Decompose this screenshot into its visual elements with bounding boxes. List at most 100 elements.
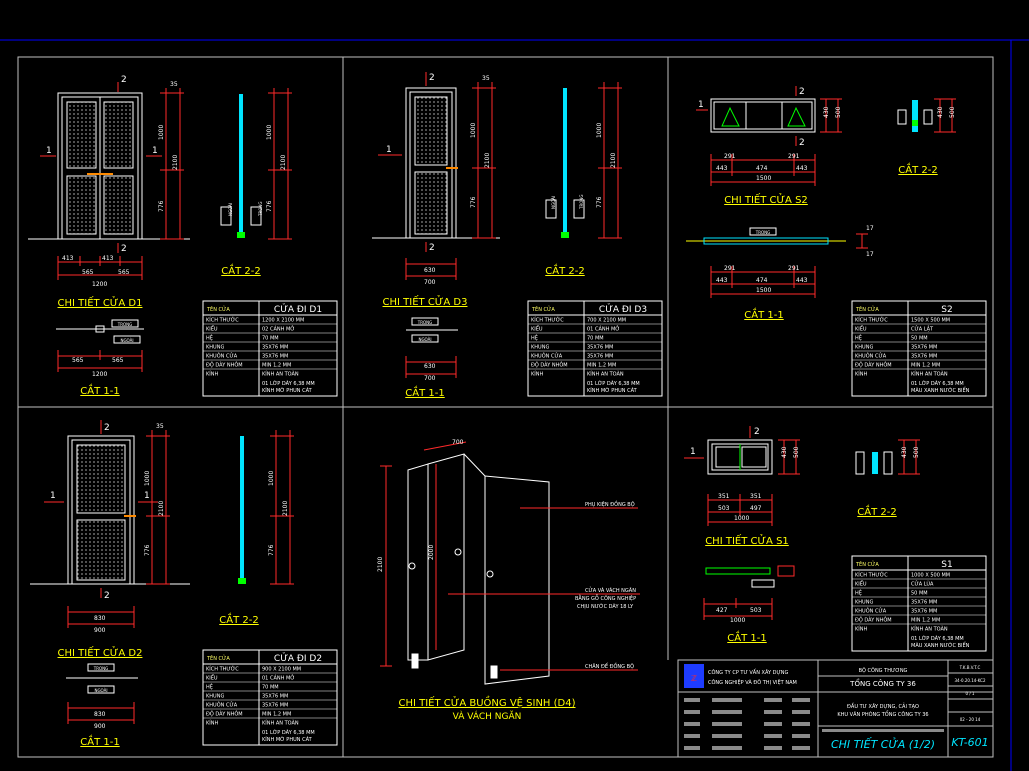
s1-table-label: ĐỘ DÀY NHÔM [855, 617, 892, 624]
s1-table-label: KHUÔN CỬA [855, 607, 887, 615]
d1-dim-w1: 413 [62, 255, 74, 262]
tb-stage: T.K.B.V.T.C [959, 665, 981, 670]
d4-note-2: CỬA VÀ VÁCH NGĂN [585, 586, 636, 594]
s2-table-value: 35X76 MM [911, 354, 937, 360]
d3-table-value: 35X76 MM [587, 354, 613, 360]
d3-table-label: KÍCH THƯỚC [531, 317, 564, 324]
s2-11-total: 1500 [756, 287, 771, 294]
d2-dim-h1: 1000 [144, 471, 151, 486]
d1-section22: CẮT 2-2 [221, 263, 260, 277]
d2-s22-hall: 2100 [282, 501, 289, 516]
d1-s22-h2: 776 [266, 200, 273, 212]
d1-dim-b2: 565 [112, 357, 124, 364]
d1-title: CHI TIẾT CỬA D1 [58, 295, 143, 309]
s2-dim-d: 443 [716, 165, 728, 172]
d3-dim-w1: 630 [424, 267, 436, 274]
d2-mark-1b: 1 [144, 491, 150, 501]
s1-table-value: KÍNH AN TOÀN [911, 626, 948, 633]
d1-dim-h1: 1000 [158, 125, 165, 140]
d2-table-label: KHUÔN CỬA [206, 701, 238, 709]
s2-11-c: 291 [788, 265, 800, 272]
s1-table-head-left: TÊN CỬA [855, 560, 879, 568]
s2-table-label: KÍNH [855, 371, 867, 378]
s2-table-value: CỬA LẬT [911, 325, 934, 333]
d3-section22: CẮT 2-2 [545, 263, 584, 277]
s2-s22-h2: 500 [949, 106, 956, 118]
d2-table-label: KÍCH THƯỚC [206, 666, 239, 673]
tb-date: 02 - 20 14 [960, 717, 981, 722]
d3-table-extra: KÍNH MỜ PHUN CÁT [587, 387, 638, 394]
s1-dim-e: 427 [716, 607, 728, 614]
s1-section22: CẮT 2-2 [857, 504, 896, 518]
s2-table-head-left: TÊN CỬA [855, 305, 879, 313]
d2-table-label: HỆ [206, 683, 213, 691]
s2-11-b: 474 [756, 277, 768, 284]
s2-table-label: KHUÔN CỬA [855, 352, 887, 360]
d1-table-label: HỆ [206, 334, 213, 342]
d2-table-label: KIỂU [206, 674, 218, 682]
d1-table-value: 02 CÁNH MỞ [262, 325, 295, 333]
s1-table-value: 50 MM [911, 591, 928, 597]
d3-dim-hall: 2100 [484, 153, 491, 168]
s2-table-label: ĐỘ DÀY NHÔM [855, 362, 892, 369]
d1-dim-total: 1200 [92, 281, 107, 288]
d4-note-1: PHỤ KIỆN ĐỒNG BỘ [585, 499, 635, 508]
d2-s22-h2: 776 [268, 544, 275, 556]
d4-partition [407, 453, 550, 685]
s2-table-value: MIN 1,2 MM [911, 363, 940, 369]
d3-table-label: ĐỘ DÀY NHÔM [531, 362, 568, 369]
d1-table-value: KÍNH AN TOÀN [262, 371, 299, 378]
d2-tag-trong: TRONG [93, 666, 108, 671]
s1-dim-g: 1000 [730, 617, 745, 624]
tb-code: 34-0.20.14-KC2 [955, 678, 986, 683]
s1-mark-1: 1 [690, 447, 696, 457]
d3-mark-2b: 2 [429, 243, 435, 253]
s2-dim-h2: 500 [835, 106, 842, 118]
d2-dim-hall: 2100 [158, 501, 165, 516]
s1-table-label: KIỂU [855, 580, 867, 588]
d1-dim-b1: 565 [72, 357, 84, 364]
d3-tag-trong: TRONG [417, 320, 432, 325]
d2-mark-1: 1 [50, 491, 56, 501]
d1-mark-1: 1 [46, 146, 52, 156]
s2-dim-h3: 17 [866, 225, 874, 232]
s1-dim-b: 351 [750, 493, 762, 500]
d2-table-value: 70 MM [262, 685, 279, 691]
s2-table-extra: MÀU XANH NƯỚC BIỂN [911, 386, 970, 394]
d1-table-head-left: TÊN CỬA [206, 305, 230, 313]
d3-table-value: 01 CÁNH MỞ [587, 325, 620, 333]
d3-mark-1: 1 [386, 145, 392, 155]
panel-frame [17, 56, 994, 758]
d1-mark-1b: 1 [152, 146, 158, 156]
d3-table-extra: 01 LỚP DÀY 6,38 MM [587, 380, 640, 387]
d3-mark-2: 2 [429, 73, 435, 83]
d3-table-value: 70 MM [587, 336, 604, 342]
d1-dim-h2: 776 [158, 200, 165, 212]
d4-note-3: BẰNG GỖ CÔNG NGHIỆP [575, 594, 636, 602]
s1-dim-d: 497 [750, 505, 762, 512]
s2-table-extra: 01 LỚP DÀY 6,38 MM [911, 380, 964, 387]
s1-dim-c: 503 [718, 505, 730, 512]
s2-11-d: 443 [716, 277, 728, 284]
d3-dim-bt: 700 [424, 375, 436, 382]
d1-section11: CẮT 1-1 [80, 383, 119, 397]
d3-table-label: KHUÔN CỬA [531, 352, 563, 360]
s2-dim-a: 291 [724, 153, 736, 160]
d4-note-4: CHỊU NƯỚC DÀY 18 LY [577, 603, 634, 610]
d1-table-label: KÍCH THƯỚC [206, 317, 239, 324]
panel-s2: 1 2 2 430 500 291 474 291 443 443 1500 C… [686, 86, 987, 397]
d1-dim-w4: 565 [118, 269, 130, 276]
s2-section11: CẮT 1-1 [744, 307, 783, 321]
d3-table-label: HỆ [531, 334, 538, 342]
d2-table-label: KHUNG [206, 694, 224, 700]
s1-title: CHI TIẾT CỬA S1 [705, 533, 789, 547]
s2-table-value: KÍNH AN TOÀN [911, 371, 948, 378]
d2-table-label: ĐỘ DÀY NHÔM [206, 711, 243, 718]
d2-table-value: 35X76 MM [262, 694, 288, 700]
d2-table-extra: KÍNH MỜ PHUN CÁT [262, 736, 313, 743]
s1-table-extra: 01 LỚP DÀY 6,38 MM [911, 635, 964, 642]
d2-table-head-right: CỬA ĐI D2 [274, 652, 322, 664]
d1-table-value: 1200 X 2100 MM [262, 318, 304, 324]
